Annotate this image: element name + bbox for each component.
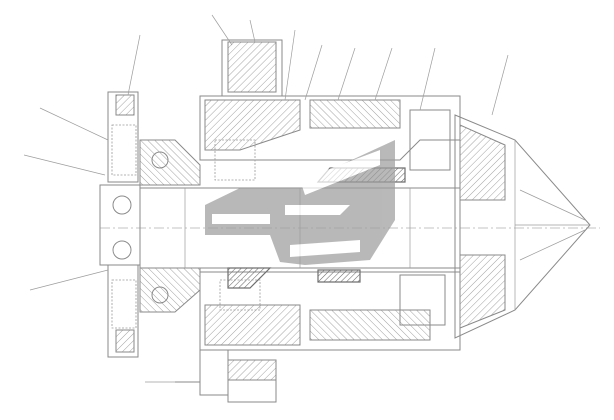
shield-logo-icon [205,140,395,265]
upper-housing [199,39,461,183]
lower-housing [199,267,461,351]
conical-cover [454,114,591,339]
left-bearing [139,139,201,313]
bottom-bolt [175,349,277,403]
leader-lines [23,14,509,383]
left-end-cap [99,91,141,358]
